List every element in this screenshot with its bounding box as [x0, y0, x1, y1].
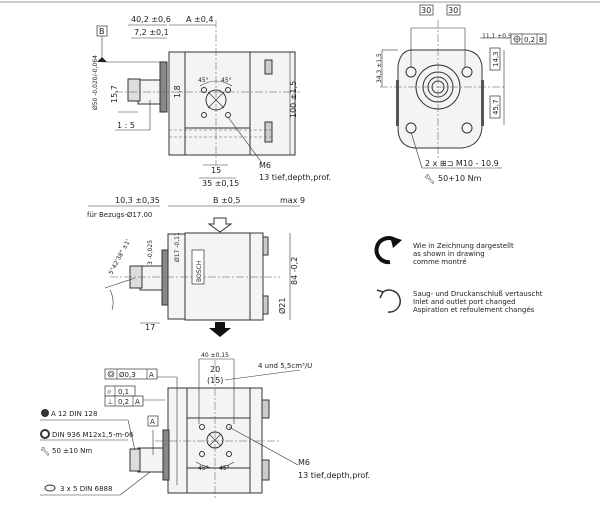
nut-icon: [40, 429, 50, 439]
svg-text:⊥: ⊥: [107, 398, 113, 406]
dim-34-3: 34,3 ±1,5: [376, 53, 383, 83]
angle-left: 45°: [198, 77, 209, 84]
dim-1-8: 1,8: [173, 85, 182, 98]
dim-17: 17: [145, 323, 155, 332]
shaft-side: [139, 265, 163, 291]
wrench-icon-bottom: 🔧︎: [40, 447, 50, 456]
bottom-view: 40 ±0,15 20 (15) 4 und 5,5cm³/U Ø0,3 A ⌭…: [40, 352, 370, 500]
position-tolerance-frame: [510, 33, 547, 45]
pump-body: [168, 51, 296, 156]
dim-dia21: Ø21: [277, 298, 287, 314]
dim-11-1: 11,1 ±0,5: [482, 33, 512, 40]
concentricity-frame: [104, 368, 158, 380]
dim-3: 3 -0,025: [147, 240, 154, 265]
dim-b: B ±0,5: [213, 196, 240, 205]
dim-100: 100 ±1,5: [289, 81, 298, 118]
nut-torque: 50 ±10 Nm: [52, 447, 92, 455]
outline-arrow-down-icon: [207, 217, 233, 233]
ccw-line-de: Saug- und Druckanschluß vertauscht: [413, 290, 543, 298]
rotation-ccw-icon: [376, 289, 401, 313]
dim-45-7: 45,7: [492, 99, 500, 115]
angle-left-bottom: 45°: [198, 465, 209, 472]
dim-a: A ±0,4: [186, 15, 213, 24]
flange-front-view: 30 30 11,1 ±0,5 0,2 B 34,3 ±1,5 14,3 45,…: [376, 4, 547, 185]
dim-dia50: Ø50 -0,020/-0,064: [92, 55, 99, 110]
perpendicularity-frame: [104, 395, 144, 407]
reference-diameter: für Bezugs-Ø17.00: [87, 211, 152, 219]
svg-text:⌭: ⌭: [107, 389, 112, 396]
ccw-line-en: Inlet and outlet port changed: [413, 298, 516, 306]
top-side-view: B 40,2 ±0,6 7,2 ±0,1 A ±0,4 Ø50 -0,020/-…: [92, 15, 331, 188]
key-icon: [44, 484, 56, 492]
displacement: 4 und 5,5cm³/U: [258, 362, 312, 370]
position-datum: B: [539, 36, 544, 44]
washer-spec: A 12 DIN 128: [51, 410, 97, 418]
rotation-cw-icon: [374, 236, 402, 265]
cylindricity-tol: 0,1: [118, 388, 129, 396]
dim-dia17: Ø17 -0,11: [174, 232, 181, 262]
cw-line-de: Wie in Zeichnung dargestellt: [413, 242, 514, 250]
solid-arrow-down-icon: [209, 322, 231, 337]
thread-label: M6: [259, 161, 271, 170]
dim-14-3: 14,3: [492, 51, 500, 67]
dim-30-left: 30: [421, 6, 431, 15]
side-view: BOSCH 10,3 ±0,35 für Bezugs-Ø17.00 B ±0,…: [87, 196, 305, 337]
rotation-legend: Wie in Zeichnung dargestellt as shown in…: [374, 236, 543, 314]
dim-10-3: 10,3 ±0,35: [115, 196, 160, 205]
dim-20: 20: [210, 365, 220, 374]
cw-line-en: as shown in drawing: [413, 250, 485, 258]
thread-label-bottom: M6: [298, 458, 310, 467]
concentricity-tol: Ø0,3: [119, 371, 136, 379]
flange-plate: [159, 61, 168, 113]
angle-right: 45°: [221, 77, 232, 84]
flange-outline: [397, 49, 483, 149]
brand-label: BOSCH: [196, 261, 203, 282]
taper-angle: 5°42'38" ±1': [108, 238, 133, 276]
key-spec: 3 x 5 DIN 6888: [60, 485, 112, 493]
datum-b-label: B: [99, 27, 105, 36]
ccw-line-fr: Aspiration et refoulement changés: [413, 306, 535, 314]
port-circle: [205, 89, 227, 111]
dim-30-right: 30: [448, 6, 458, 15]
nut-spec: DIN 936 M12x1,5-m-06: [52, 431, 134, 439]
dim-35: 35 ±0,15: [202, 179, 239, 188]
dim-15: 15: [211, 166, 221, 175]
bolt-torque: 50+10 Nm: [438, 174, 482, 183]
dim-7-2: 7,2 ±0,1: [134, 28, 169, 37]
dim-max9: max 9: [280, 196, 305, 205]
dim-15-paren: (15): [207, 376, 223, 385]
washer-icon: [41, 409, 49, 417]
shaft-nut-bottom: [129, 448, 141, 472]
depth-label-bottom: 13 tief,depth,prof.: [298, 471, 370, 480]
datum-a-label: A: [150, 418, 155, 426]
bolt-spec: 2 x ⊞⊐ M10 - 10.9: [425, 159, 499, 168]
cw-line-fr: comme montré: [413, 258, 467, 266]
depth-label: 13 tief,depth,prof.: [259, 173, 331, 182]
shaft-nut: [127, 78, 141, 102]
dim-40: 40 ±0,15: [201, 352, 229, 359]
position-tol: 0,2: [524, 36, 535, 44]
wrench-icon: 🔧︎: [424, 174, 435, 185]
concentricity-datum: A: [149, 371, 154, 379]
dim-15-7: 15,7: [110, 85, 119, 103]
dim-84: 84 -0,2: [290, 257, 299, 285]
taper-ratio: 1 : 5: [117, 121, 135, 130]
angle-right-bottom: 45°: [219, 465, 230, 472]
perpendicularity-datum: A: [135, 398, 140, 406]
perpendicularity-tol: 0,2: [118, 398, 129, 406]
dim-40-2: 40,2 ±0,6: [131, 15, 171, 24]
